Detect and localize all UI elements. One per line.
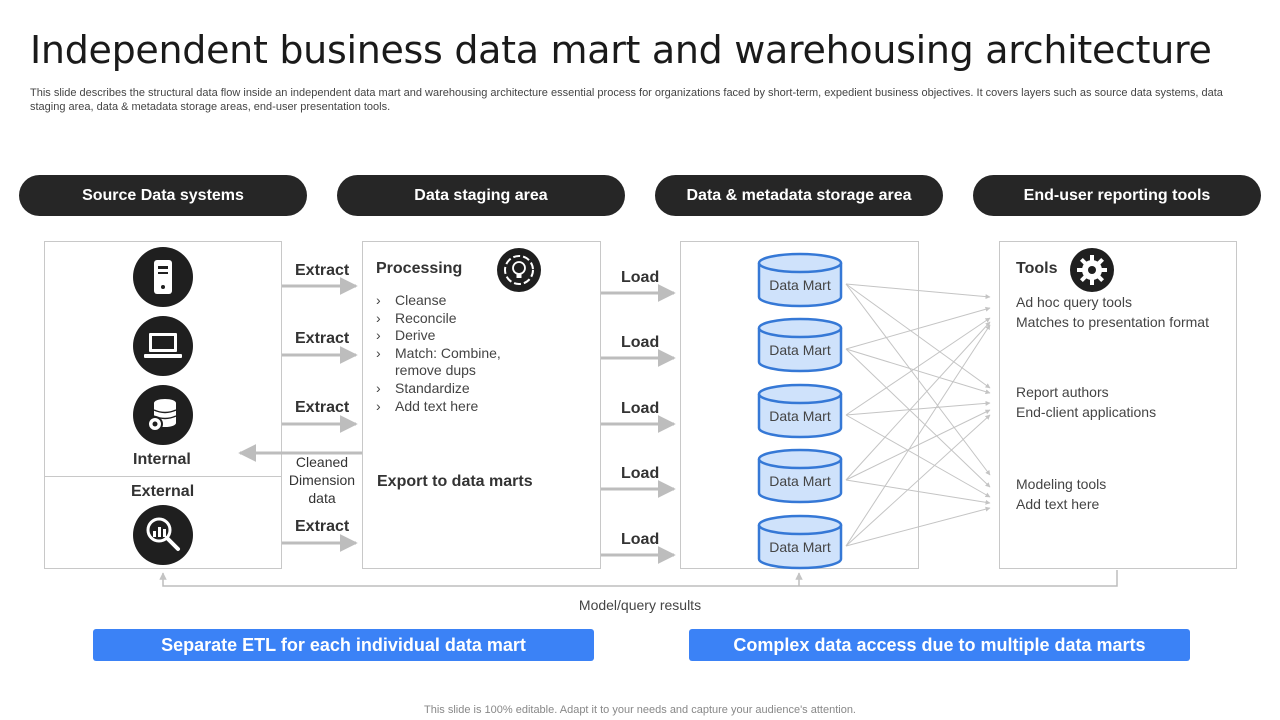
list-item: Match: Combine, remove dups — [376, 345, 525, 380]
callout-complex-access: Complex data access due to multiple data… — [689, 629, 1190, 661]
gear-icon — [1070, 248, 1114, 292]
export-to-data-marts: Export to data marts — [377, 473, 533, 490]
load-label: Load — [621, 400, 660, 417]
data-mart-label: Data Mart — [769, 277, 831, 293]
load-label: Load — [621, 531, 660, 548]
page-title: Independent business data mart and wareh… — [30, 28, 1212, 72]
tool-item: Matches to presentation format — [1016, 314, 1209, 330]
page-description: This slide describes the structural data… — [30, 87, 1223, 113]
list-item: Cleanse — [376, 292, 525, 310]
magnifier-chart-icon — [133, 505, 193, 565]
data-mart-label: Data Mart — [769, 473, 831, 489]
internal-label: Internal — [133, 451, 191, 468]
extract-label: Extract — [295, 262, 350, 279]
load-label: Load — [621, 334, 660, 351]
data-mart-label: Data Mart — [769, 342, 831, 358]
source-divider — [44, 476, 282, 477]
external-label: External — [131, 483, 195, 500]
tool-group-modeling: Modeling tools Add text here — [1016, 474, 1106, 514]
header-data-staging-area: Data staging area — [337, 175, 625, 216]
tool-item: Report authors — [1016, 384, 1109, 400]
list-item: Reconcile — [376, 310, 525, 328]
callout-separate-etl: Separate ETL for each individual data ma… — [93, 629, 594, 661]
data-mart-cylinder: Data Mart — [757, 317, 843, 373]
header-data-metadata-storage: Data & metadata storage area — [655, 175, 943, 216]
data-mart-label: Data Mart — [769, 408, 831, 424]
laptop-icon — [133, 316, 193, 376]
data-mart-cylinder: Data Mart — [757, 514, 843, 570]
extract-label: Extract — [295, 330, 350, 347]
list-item: Add text here — [376, 398, 525, 416]
tool-item: Modeling tools — [1016, 476, 1107, 492]
tool-item: End-client applications — [1016, 404, 1157, 420]
mart-to-tools-connectors — [845, 283, 991, 547]
tool-group-query: Ad hoc query tools Matches to presentati… — [1016, 292, 1209, 332]
tool-group-reports: Report authors End-client applications — [1016, 382, 1156, 422]
data-mart-cylinder: Data Mart — [757, 252, 843, 308]
tool-item: Add text here — [1016, 496, 1100, 512]
model-query-label: Model/query results — [578, 597, 702, 613]
tools-title: Tools — [1016, 260, 1058, 277]
tools-panel — [999, 241, 1237, 569]
header-source-data-systems: Source Data systems — [19, 175, 307, 216]
processing-title: Processing — [376, 260, 463, 277]
processing-list: Cleanse Reconcile Derive Match: Combine,… — [376, 292, 525, 415]
lightbulb-gear-icon — [497, 248, 541, 292]
list-item: Derive — [376, 327, 525, 345]
header-end-user-tools: End-user reporting tools — [973, 175, 1261, 216]
tool-item: Ad hoc query tools — [1016, 294, 1132, 310]
database-gear-icon — [133, 385, 193, 445]
load-label: Load — [621, 269, 660, 286]
footer-note: This slide is 100% editable. Adapt it to… — [424, 704, 856, 716]
server-tower-icon — [133, 247, 193, 307]
model-query-feedback — [159, 570, 1118, 587]
load-label: Load — [621, 465, 660, 482]
data-mart-cylinder: Data Mart — [757, 448, 843, 504]
extract-label: Extract — [295, 518, 350, 535]
data-mart-cylinder: Data Mart — [757, 383, 843, 439]
cleaned-dimension-label: Cleaned Dimension data — [288, 454, 356, 506]
extract-label: Extract — [295, 399, 350, 416]
list-item: Standardize — [376, 380, 525, 398]
data-mart-label: Data Mart — [769, 539, 831, 555]
